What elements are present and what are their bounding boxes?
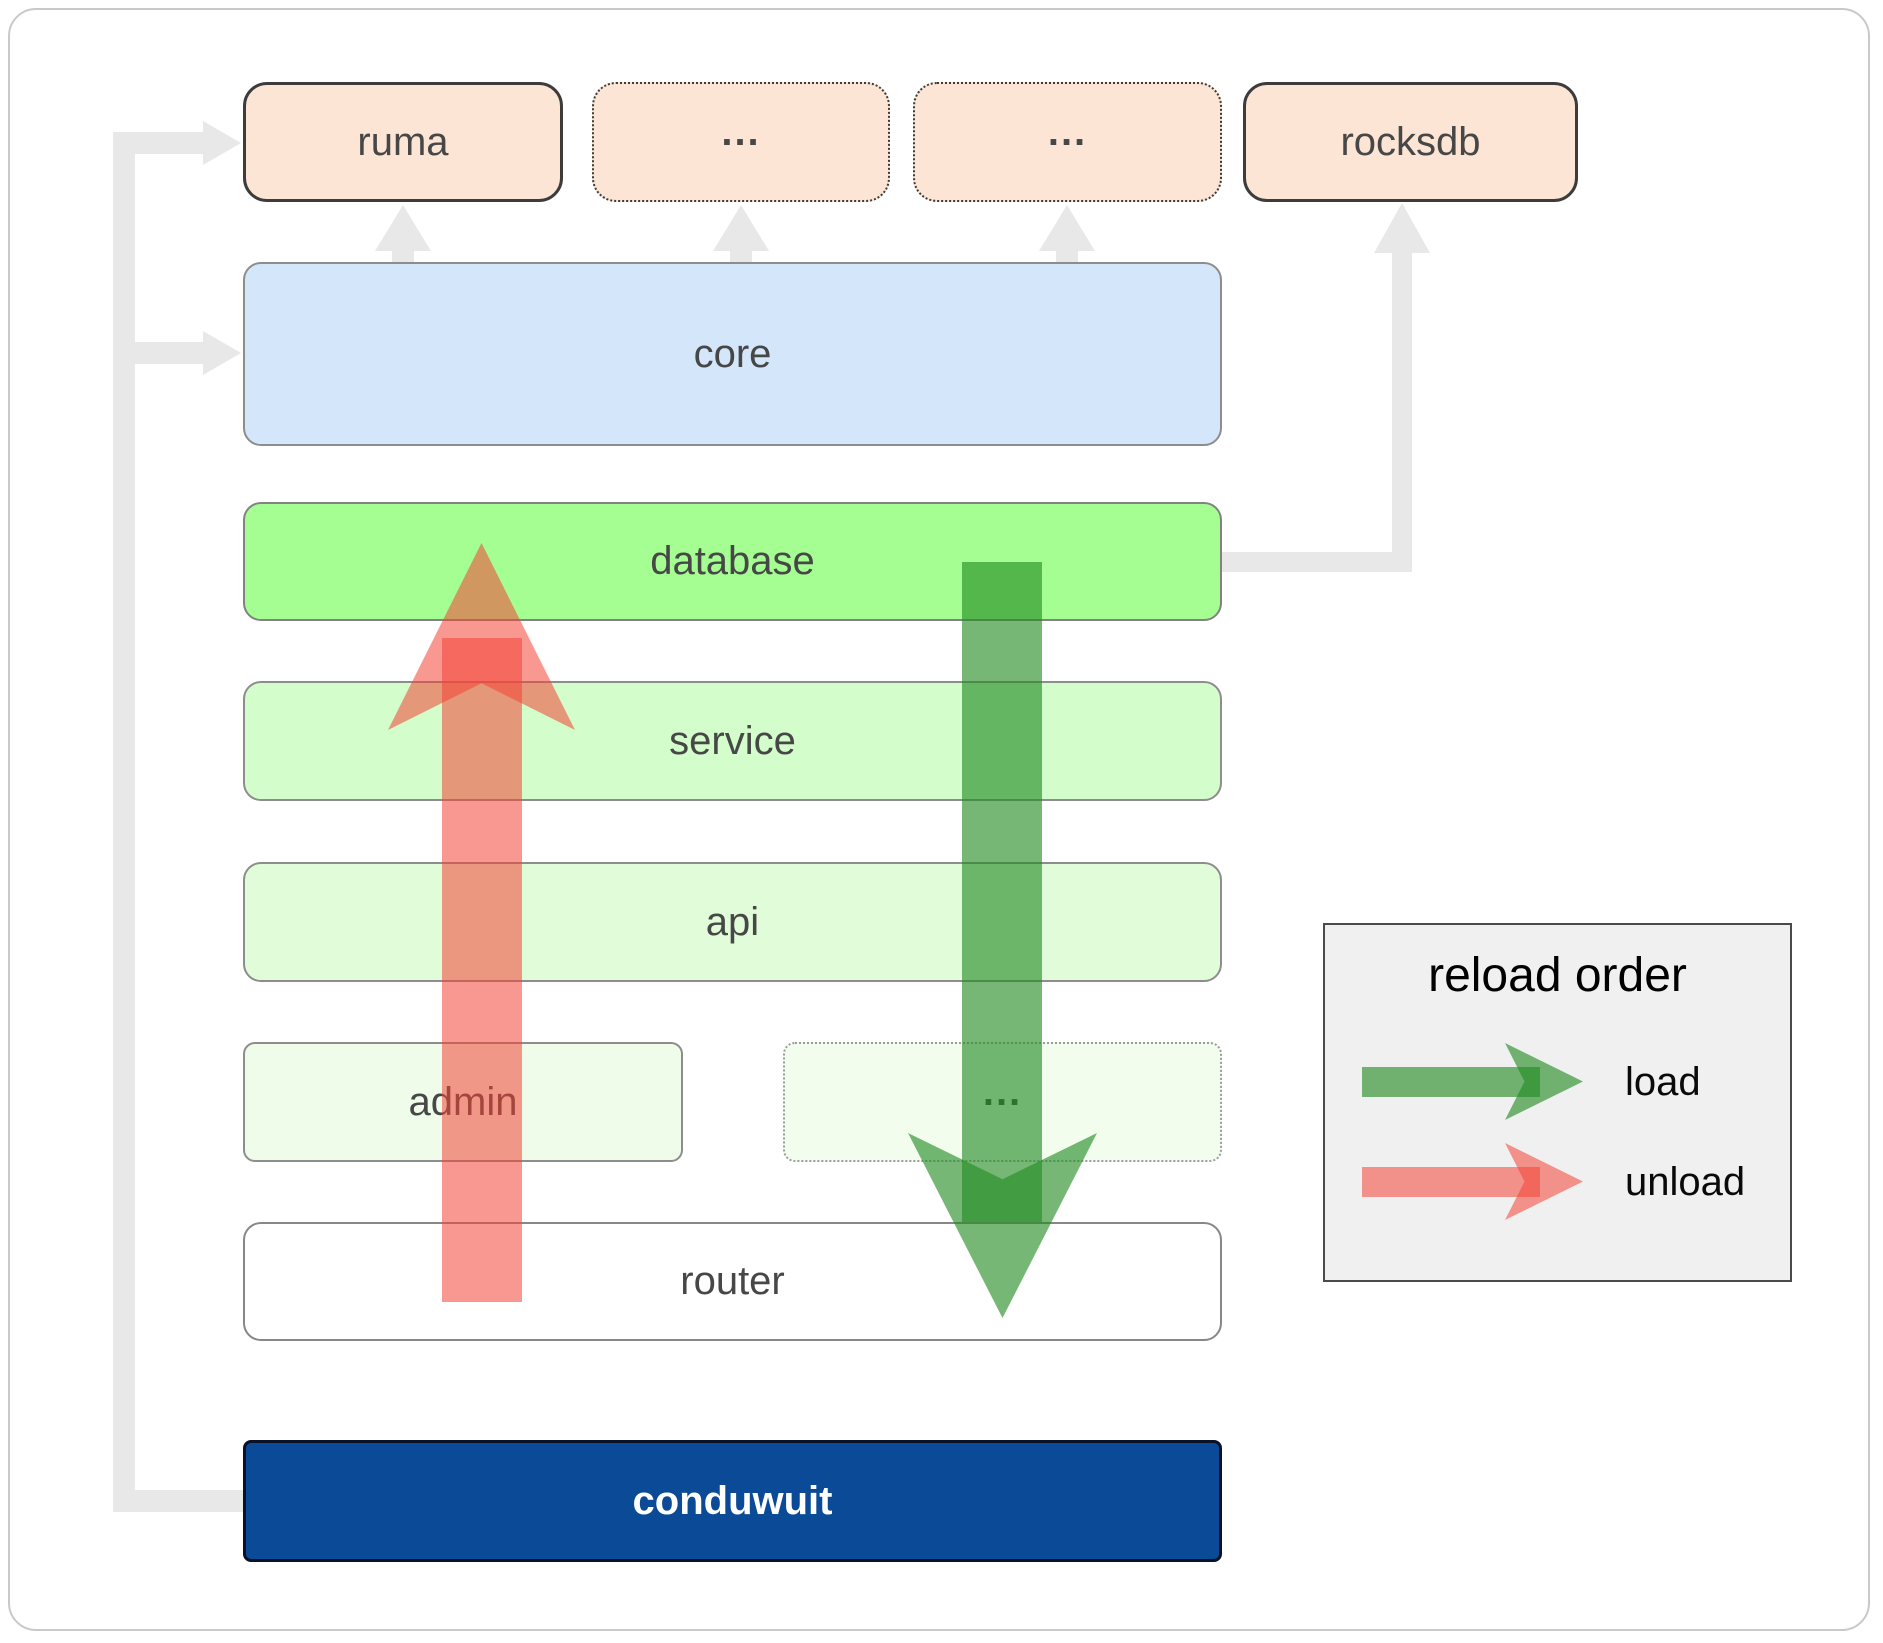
- ellipsis-label: ...: [1047, 109, 1088, 154]
- connector-core-to-ruma: [392, 248, 414, 264]
- legend-load-label: load: [1625, 1059, 1701, 1104]
- node-rocksdb: rocksdb: [1243, 82, 1578, 202]
- node-ellipsis-top-1: ...: [592, 82, 890, 202]
- node-ellipsis-top-2: ...: [913, 82, 1222, 202]
- node-conduwuit: conduwuit: [243, 1440, 1222, 1562]
- arrowhead-to-core-icon: [203, 331, 241, 375]
- diagram-frame: [8, 8, 1870, 1631]
- connector-branch-to-core: [113, 342, 203, 364]
- arrowhead-core-to-ellipsis-1-icon: [713, 205, 769, 251]
- node-core: core: [243, 262, 1222, 446]
- connector-branch-to-ruma: [113, 132, 203, 154]
- connector-conduwuit-link: [113, 1490, 245, 1512]
- arrowhead-core-to-ellipsis-2-icon: [1039, 205, 1095, 251]
- unload-arrow-shaft: [442, 638, 522, 1302]
- node-database: database: [243, 502, 1222, 621]
- node-service: service: [243, 681, 1222, 801]
- connector-trunk-line: [113, 132, 135, 1512]
- connector-core-to-ellipsis-1: [730, 248, 752, 264]
- legend-unload-label: unload: [1625, 1159, 1746, 1204]
- ellipsis-label: ...: [721, 109, 761, 154]
- node-router: router: [243, 1222, 1222, 1341]
- connector-database-to-rocksdb-vertical: [1392, 251, 1412, 572]
- arrowhead-to-rocksdb-icon: [1374, 203, 1430, 253]
- legend-unload-arrow-shaft: [1362, 1167, 1540, 1197]
- arrowhead-core-to-ruma-icon: [375, 205, 431, 251]
- load-arrow-shaft: [962, 562, 1042, 1222]
- legend-title: reload order: [1428, 949, 1687, 1002]
- legend-box: [1323, 923, 1792, 1282]
- node-api: api: [243, 862, 1222, 982]
- connector-database-to-rocksdb-horizontal: [1222, 552, 1412, 572]
- node-ruma: ruma: [243, 82, 563, 202]
- connector-core-to-ellipsis-2: [1056, 248, 1078, 264]
- legend-load-arrow-shaft: [1362, 1067, 1540, 1097]
- arrowhead-to-ruma-icon: [203, 121, 241, 165]
